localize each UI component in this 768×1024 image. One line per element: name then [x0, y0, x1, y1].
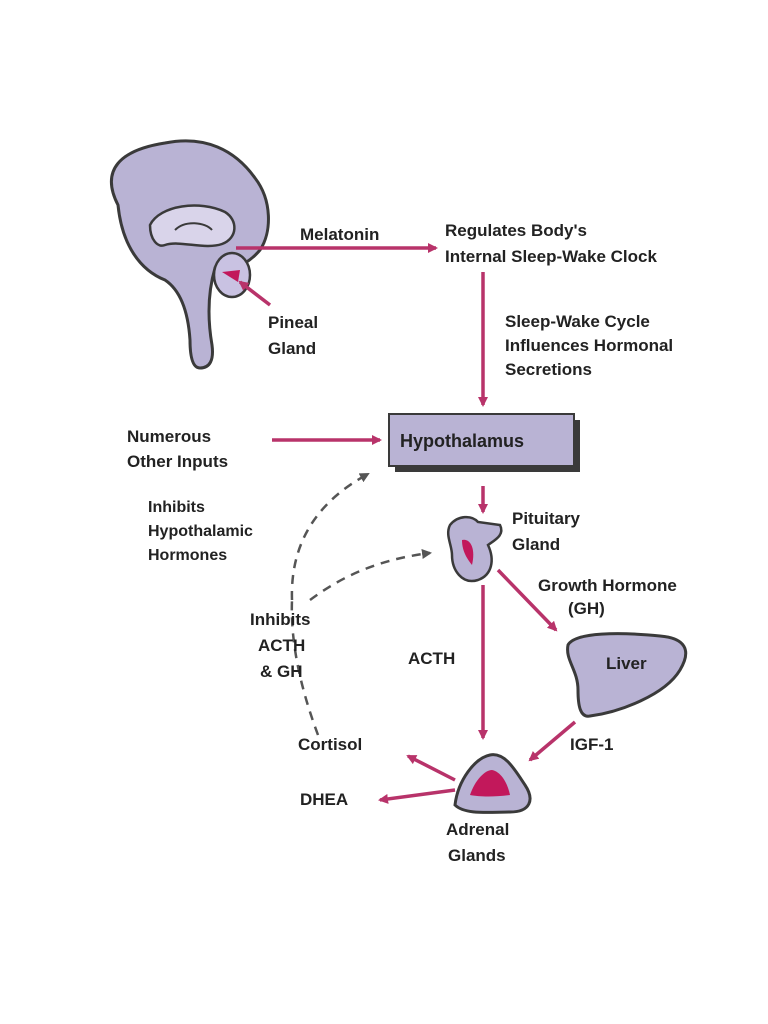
- label-pituitary-2: Gland: [512, 535, 560, 554]
- label-dhea: DHEA: [300, 790, 348, 809]
- brain-illustration: [109, 139, 270, 370]
- label-inhibits-hyp-2: Hypothalamic: [148, 523, 253, 540]
- brain-fold: [174, 222, 213, 231]
- label-inhibits-acth-3: & GH: [260, 662, 303, 681]
- label-gh-2: (GH): [568, 599, 605, 618]
- label-regulates-2: Internal Sleep-Wake Clock: [445, 247, 657, 266]
- label-igf: IGF-1: [570, 735, 613, 754]
- label-cycle-3: Secretions: [505, 360, 592, 379]
- corpus-callosum: [148, 204, 236, 248]
- pineal-center: [222, 270, 240, 282]
- label-melatonin: Melatonin: [300, 225, 379, 244]
- dashed-arrows: [290, 472, 432, 736]
- dashed-to-hypothalamus: [290, 472, 370, 601]
- arrow-adrenal-to-dhea: [378, 788, 456, 804]
- arrow-pineal-pointer: [238, 280, 272, 307]
- label-inputs-1: Numerous: [127, 427, 211, 446]
- label-cortisol: Cortisol: [298, 735, 362, 754]
- label-inhibits-hyp-1: Inhibits: [148, 499, 205, 516]
- label-adrenal-2: Glands: [448, 846, 506, 865]
- label-regulates-1: Regulates Body's: [445, 221, 587, 240]
- liver-shape: [566, 632, 688, 718]
- arrow-liver-to-adrenal: [528, 720, 577, 762]
- dashed-to-pituitary: [309, 549, 432, 602]
- label-hypothalamus: Hypothalamus: [400, 431, 524, 451]
- brain-outline: [109, 139, 270, 370]
- arrow-adrenal-to-cortisol: [406, 754, 456, 782]
- label-acth: ACTH: [408, 649, 455, 668]
- label-gh-1: Growth Hormone: [538, 576, 677, 595]
- label-pituitary-1: Pituitary: [512, 509, 581, 528]
- dashed-cortisol-up: [290, 599, 320, 736]
- label-adrenal-1: Adrenal: [446, 820, 509, 839]
- label-pineal-1: Pineal: [268, 313, 318, 332]
- label-pineal-2: Gland: [268, 339, 316, 358]
- hypothalamus-box: [388, 413, 580, 472]
- label-inhibits-acth-1: Inhibits: [250, 610, 310, 629]
- label-liver: Liver: [606, 654, 647, 673]
- adrenal-glands: [453, 753, 532, 814]
- label-inputs-2: Other Inputs: [127, 452, 228, 471]
- arrow-pituitary-to-liver: [496, 568, 558, 632]
- label-cycle-2: Influences Hormonal: [505, 336, 673, 355]
- label-inhibits-acth-2: ACTH: [258, 636, 305, 655]
- label-inhibits-hyp-3: Hormones: [148, 547, 227, 564]
- solid-arrows: [236, 243, 577, 804]
- label-cycle-1: Sleep-Wake Cycle: [505, 312, 650, 331]
- pituitary-gland: [446, 515, 503, 583]
